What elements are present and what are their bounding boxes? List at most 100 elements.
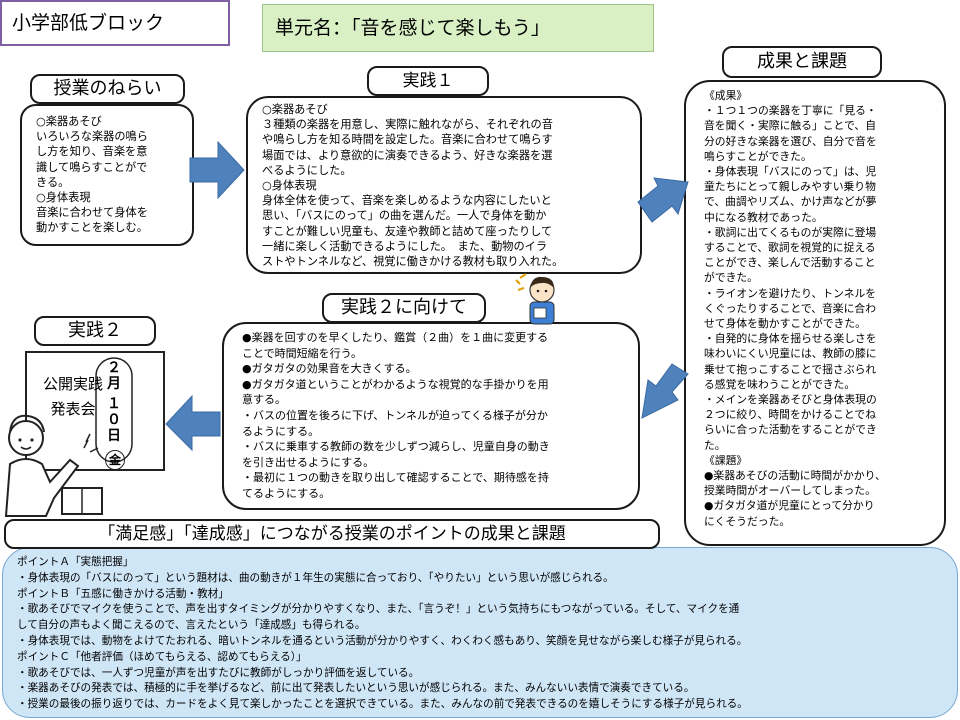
points-line: ・歌あそびでマイクを使うことで、声を出すタイミングが分かりやすくなり、また、「言… <box>17 603 740 616</box>
points-box: ポイントＡ「実態把握」 ・身体表現の「バスにのって」という題材は、曲の動きが１年… <box>2 547 958 718</box>
aims-label-text: 授業のねらい <box>53 78 162 99</box>
block-title: 小学部低ブロック <box>0 0 230 46</box>
results-line: ２つに絞り、時間をかけることでね <box>704 408 876 422</box>
arrow-results-to-toward2 <box>641 363 689 419</box>
results-line: ・自発的に身体を揺らせる楽しさを <box>704 332 877 346</box>
results-line: ・身体表現「バスにのって」は、児 <box>704 165 877 179</box>
results-line: 《課題》 <box>704 453 748 467</box>
points-line: ポイントＢ「五感に働きかける活動・教材」 <box>17 587 229 600</box>
results-label: 成果と課題 <box>722 46 882 78</box>
open-class-line1: 公開実践 <box>42 375 103 393</box>
date-month: ２月 <box>107 360 121 392</box>
practice1-box: ○楽器あそび ３種類の楽器を用意し、実際に触れながら、それぞれの音 や鳴らし方を… <box>246 96 642 274</box>
practice1-line: べるようにした。 <box>262 163 352 177</box>
practice1-line: 一緒に楽しく活動できるようにした。 また、動物のイラ <box>262 239 548 253</box>
results-line: 音を聞く・実際に触る」ことで、自 <box>704 119 876 133</box>
aims-line: いろいろな楽器の鳴ら <box>36 130 148 144</box>
practice1-line: ○身体表現 <box>262 179 317 193</box>
practice1-line: 思い、「バスにのって」の曲を選んだ。一人で身体を動か <box>262 209 547 223</box>
aims-line: 音楽に合わせて身体を <box>36 206 148 220</box>
block-title-text: 小学部低ブロック <box>12 12 165 34</box>
practice1-line: すことが難しい児童も、友達や教師と詰めて座ったりして <box>262 224 553 238</box>
practice1-label: 実践１ <box>367 66 489 96</box>
results-line: にくそうだった。 <box>704 514 791 528</box>
practice1-line: ○楽器あそび <box>262 103 328 116</box>
results-line: くぐったりすることで、音楽に合わ <box>704 301 876 315</box>
toward2-line: ことで時間短縮を行う。 <box>242 346 363 360</box>
results-line: することで、歌詞を視覚的に捉える <box>704 241 876 255</box>
aims-box: ○楽器あそび いろいろな楽器の鳴ら し方を知り、音楽を意 識して鳴らすことがで … <box>20 104 194 246</box>
toward2-line: ●楽器を回すのを早くしたり、鑑賞（２曲）を１曲に変更する <box>242 331 549 344</box>
results-line: で、曲調やリズム、かけ声などが夢 <box>704 195 877 209</box>
results-line: ・ライオンを避けたり、トンネルを <box>704 286 877 300</box>
points-line: して自分の声もよく聞こえるので、言えたという「達成感」も得られる。 <box>17 619 366 632</box>
arrow-practice1-to-results <box>637 177 689 223</box>
aims-label: 授業のねらい <box>30 74 185 104</box>
practice1-line: 場面では、より意欲的に演奏できるよう、好きな楽器を選 <box>262 148 553 162</box>
results-box: 《成果》 ・１つ１つの楽器を丁寧に「見る・ 音を聞く・実際に触る」ことで、自 分… <box>684 80 946 546</box>
results-line: 授業時間がオーバーしてしまった。 <box>704 484 876 498</box>
practice1-line: や鳴らし方を知る時間を設定した。音楽に合わせて鳴らす <box>262 133 553 147</box>
results-line: 鳴らすことができた。 <box>704 149 812 163</box>
arrow-toward2-to-practice2 <box>165 394 221 452</box>
points-title-text: 「満足感」「達成感」につながる授業のポイントの成果と課題 <box>98 524 566 544</box>
results-line: 童たちにとって親しみやすい乗り物 <box>704 180 876 194</box>
toward2-box: ●楽器を回すのを早くしたり、鑑賞（２曲）を１曲に変更する ことで時間短縮を行う。… <box>222 322 640 510</box>
points-line: ・身体表現の「バスにのって」という題材は、曲の動きが１年生の実態に合っており、「… <box>17 571 614 584</box>
results-line: 中になる教材であった。 <box>704 210 823 224</box>
results-line: らいに合った活動をすることができ <box>704 423 877 437</box>
toward2-line: 意する。 <box>242 393 286 407</box>
open-class-text: 公開実践 発表会 <box>40 372 106 422</box>
results-line: ●楽器あそびの活動に時間がかかり、 <box>704 469 886 483</box>
aims-line: 識して鳴らすことがで <box>36 160 148 174</box>
unit-title-text: 単元名：「音を感じて楽しもう」 <box>275 17 550 39</box>
toward2-line: ・バスの位置を後ろに下げ、トンネルが迫ってくる様子が分か <box>242 408 548 422</box>
toward2-label-text: 実践２に向けて <box>341 297 467 318</box>
results-line: ができた。 <box>704 271 758 285</box>
points-line: ・楽器あそびの発表では、積極的に手を挙げるなど、前に出て発表したいという思いが感… <box>17 682 695 695</box>
child-illustration <box>515 273 555 325</box>
results-line: ことができ、楽しんで活動すること <box>704 256 876 270</box>
results-line: ・歌詞に出てくるものが実際に登場 <box>704 225 877 239</box>
results-line: た。 <box>704 438 726 452</box>
practice2-label-text: 実践２ <box>68 320 122 341</box>
toward2-line: ・最初に１つの動きを取り出して確認することで、期待感を持 <box>242 471 549 485</box>
toward2-line: てるようにする。 <box>242 486 331 500</box>
results-line: 《成果》 <box>704 89 748 102</box>
toward2-line: ●ガタガタ道ということがわかるような視覚的な手掛かりを用 <box>242 377 549 391</box>
results-line: る感覚を味わうことができた。 <box>704 377 856 391</box>
date-day: １０日 <box>107 396 121 444</box>
results-line: 乗せて抱っこすることで揺さぶられ <box>704 362 877 376</box>
points-line: ・授業の最後の振り返りでは、カードをよく見て楽しかったことを選択できている。また… <box>17 698 748 711</box>
points-line: ポイントＣ「他者評価（ほめてもらえる、認めてもらえる）」 <box>17 650 307 663</box>
aims-line: 動かすことを楽しむ。 <box>36 221 148 235</box>
toward2-line: を引き出せるようにする。 <box>242 455 375 469</box>
arrow-aims-to-practice1 <box>189 140 245 200</box>
results-line: ・１つ１つの楽器を丁寧に「見る・ <box>704 104 877 118</box>
practice1-line: ３種類の楽器を用意し、実際に触れながら、それぞれの音 <box>262 118 553 132</box>
toward2-line: ●ガタガタの効果音を大きくする。 <box>242 362 417 376</box>
practice1-label-text: 実践１ <box>402 71 454 91</box>
points-line: ・身体表現では、動物をよけてたおれる、暗いトンネルを通るという活動が分かりやすく… <box>17 634 748 647</box>
results-label-text: 成果と課題 <box>757 51 847 72</box>
results-line: 分の好きな楽器を選び、自分で音を <box>704 134 877 148</box>
unit-title: 単元名：「音を感じて楽しもう」 <box>262 4 654 52</box>
points-title: 「満足感」「達成感」につながる授業のポイントの成果と課題 <box>4 519 660 549</box>
points-line: ・歌あそびでは、一人ずつ児童が声を出すたびに教師がしっかり評価を返している。 <box>17 666 420 679</box>
results-line: せて身体を動かすことができた。 <box>704 317 866 331</box>
results-line: 味わいにくい児童には、教師の膝に <box>704 347 877 361</box>
aims-line: ○楽器あそび <box>36 115 102 128</box>
toward2-line: ・バスに乗車する教師の数を少しずつ減らし、児童自身の動き <box>242 440 550 454</box>
aims-line: ○身体表現 <box>36 191 91 205</box>
aims-line: きる。 <box>36 175 70 189</box>
practice1-line: 身体全体を使って、音楽を楽しめるような内容にしたいと <box>262 194 552 208</box>
practice1-line: ストやトンネルなど、視覚に働きかける教材も取り入れた。 <box>262 255 564 269</box>
open-class-illustration <box>4 351 165 517</box>
open-class-line2: 発表会 <box>50 400 96 418</box>
date-vertical: ２月 １０日 金 <box>98 360 130 470</box>
toward2-line: るようにする。 <box>242 424 320 438</box>
results-line: ・メインを楽器あそびと身体表現の <box>704 393 877 407</box>
practice2-label: 実践２ <box>34 316 156 346</box>
toward2-label: 実践２に向けて <box>322 293 486 323</box>
points-line: ポイントＡ「実態把握」 <box>17 556 134 568</box>
